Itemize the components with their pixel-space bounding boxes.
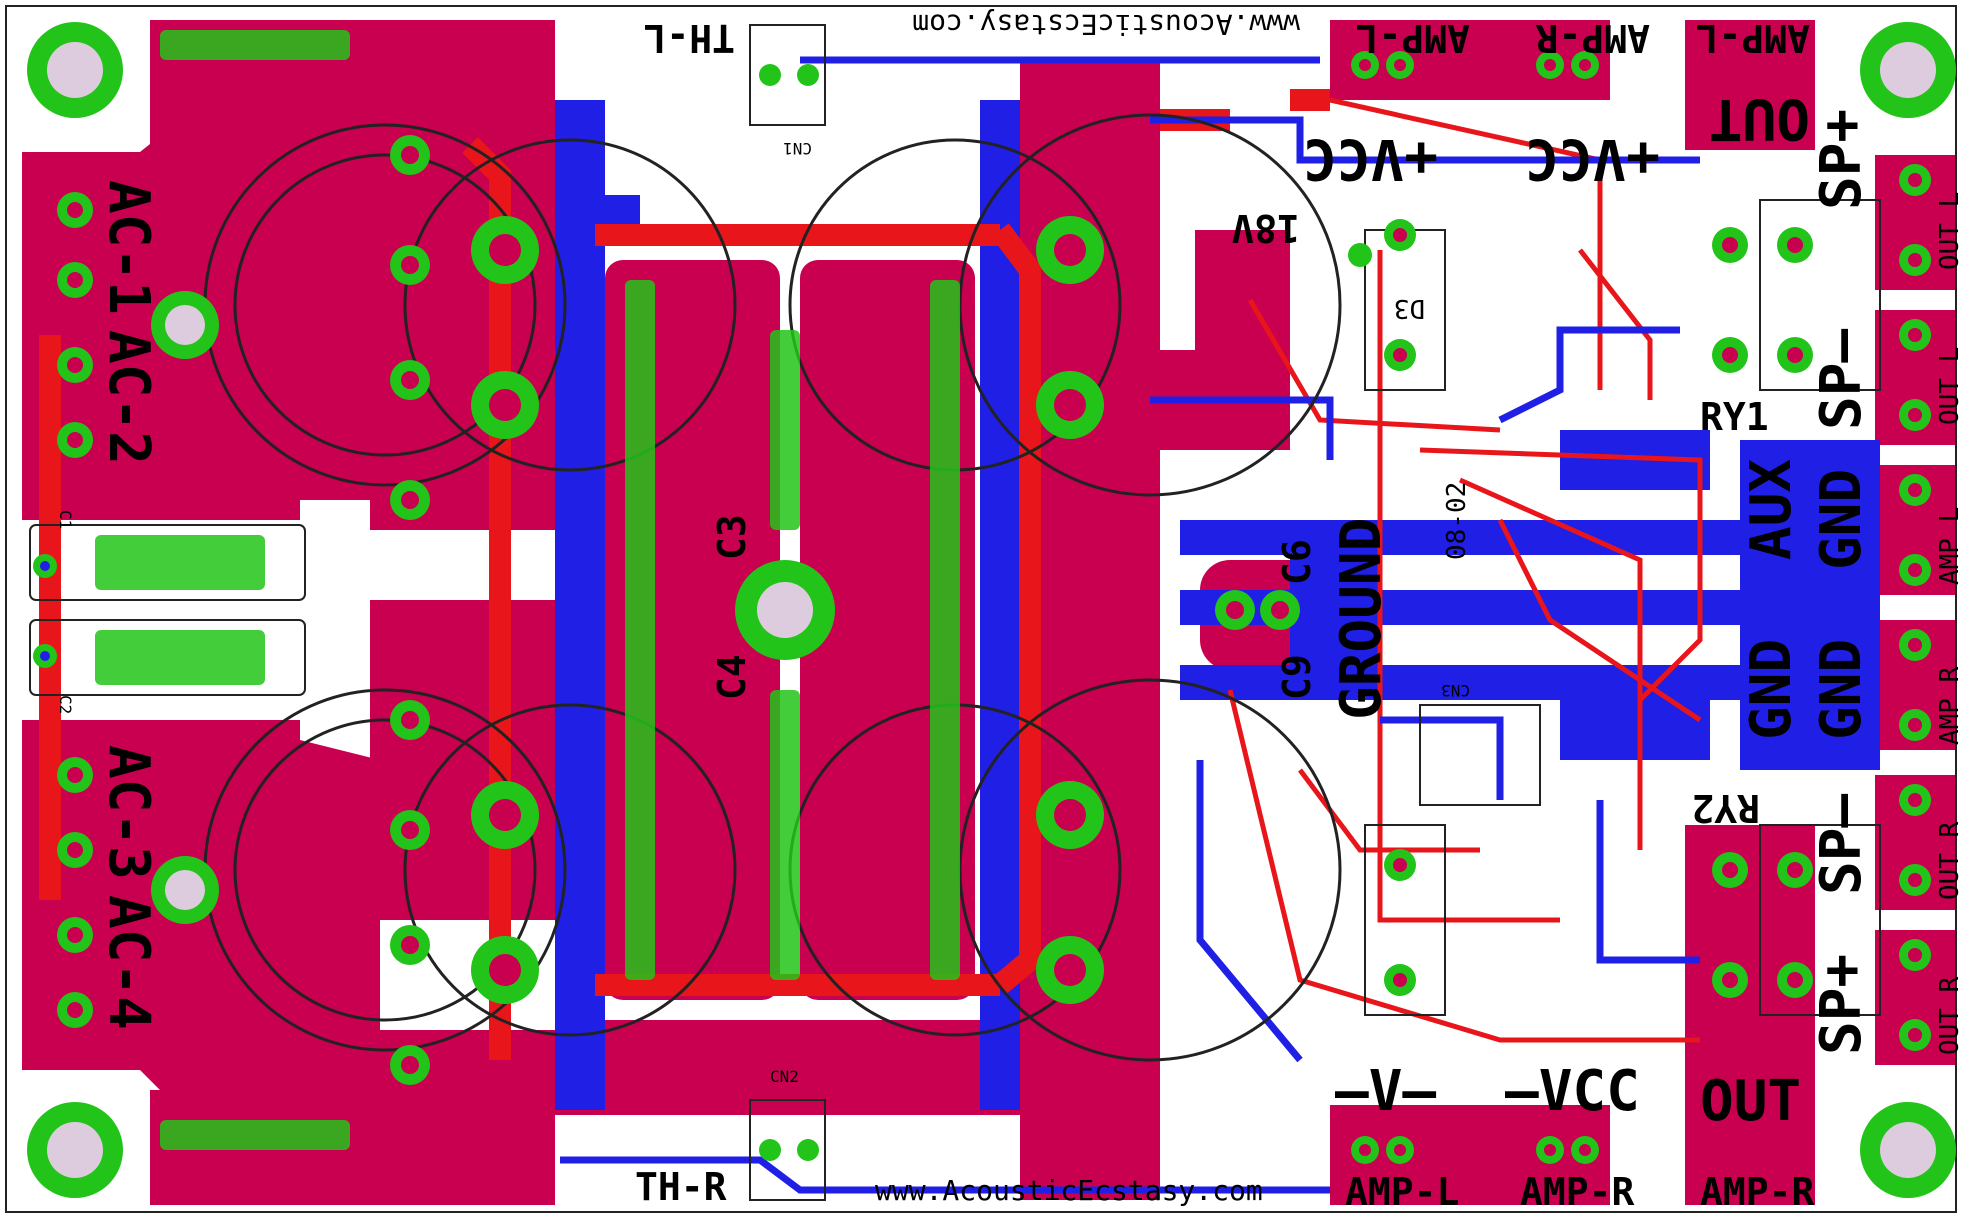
label-amp-r-top: AMP-R	[1535, 16, 1650, 60]
label-out-r1: OUT R	[1935, 821, 1965, 900]
label-c3: C3	[710, 514, 754, 560]
label-out-r2: OUT R	[1935, 976, 1965, 1055]
label-ry1: RY1	[1700, 395, 1769, 439]
label-v-minus: –V–	[1335, 1059, 1436, 1124]
mount-hole-left-2	[151, 856, 219, 924]
label-ac1: AC-1	[96, 180, 161, 315]
label-amp-l-right: AMP-L	[1696, 16, 1810, 60]
label-rev: 08-02	[1442, 482, 1472, 560]
label-cn2: CN2	[770, 1067, 799, 1086]
mount-hole-left-1	[151, 291, 219, 359]
mount-hole-center	[735, 560, 835, 660]
label-sp-minus-r: SP–	[1809, 794, 1874, 895]
label-18v: 18V	[1231, 206, 1300, 250]
label-amp-l-bottom: AMP-L	[1345, 1170, 1459, 1214]
label-c9: C9	[1275, 654, 1319, 700]
top-traces	[39, 89, 1330, 1060]
label-ac4: AC-4	[96, 895, 161, 1030]
label-ac3: AC-3	[96, 745, 161, 880]
label-cn1: CN1	[783, 139, 812, 158]
label-cn3: CN3	[1441, 681, 1470, 700]
label-url-top: www.AcousticEcstasy.com	[912, 8, 1300, 41]
label-gnd-2: GND	[1739, 639, 1804, 740]
label-out-l1: OUT L	[1935, 192, 1965, 270]
label-c6: C6	[1275, 539, 1319, 585]
label-vcc-plus-2: +VCC	[1525, 126, 1660, 191]
label-sp-plus-r: SP+	[1809, 954, 1874, 1055]
mount-hole-br	[1860, 1102, 1956, 1198]
label-th-r: TH-R	[635, 1165, 727, 1209]
mount-hole-bl	[27, 1102, 123, 1198]
silk-labels: AC-1 AC-2 AC-3 AC-4 AMP-L AMP-R AMP-L OU…	[56, 8, 1965, 1214]
large-pads	[471, 216, 1104, 1004]
label-ry2: RY2	[1691, 786, 1760, 830]
label-vcc-plus: +VCC	[1303, 126, 1438, 191]
label-url-bottom: www.AcousticEcstasy.com	[875, 1174, 1263, 1207]
label-aux: AUX	[1739, 459, 1804, 560]
label-d3: D3	[1394, 293, 1425, 323]
label-gnd-3: GND	[1809, 639, 1874, 740]
label-out-bottom: OUT	[1700, 1069, 1801, 1134]
mount-hole-tl	[27, 22, 123, 118]
label-c4: C4	[710, 654, 754, 700]
label-sp-plus-l: SP+	[1809, 109, 1874, 210]
label-vcc-minus: –VCC	[1505, 1059, 1640, 1124]
label-amp-r-side: AMP R	[1935, 666, 1965, 745]
capacitor-outlines	[203, 113, 1342, 1062]
label-th-l: TH-L	[643, 16, 735, 60]
blue-traces	[560, 56, 1700, 1194]
mount-hole-tr	[1860, 22, 1956, 118]
mounting-holes	[27, 22, 1956, 1198]
small-pads	[33, 51, 1931, 1164]
label-c1: C1	[56, 510, 75, 529]
label-out-top: OUT	[1709, 86, 1810, 151]
label-sp-minus-l: SP–	[1809, 329, 1874, 430]
label-ac2: AC-2	[96, 330, 161, 465]
label-amp-l-top: AMP-L	[1356, 16, 1470, 60]
component-outlines	[29, 24, 1881, 1201]
label-amp-r-bottom: AMP-R	[1520, 1170, 1635, 1214]
label-amp-l-side: AMP L	[1935, 507, 1965, 585]
label-out-l2: OUT L	[1935, 347, 1965, 425]
via-field	[95, 30, 960, 1150]
label-c2: C2	[56, 695, 75, 714]
label-amp-r-right: AMP-R	[1700, 1170, 1815, 1214]
label-gnd-1: GND	[1809, 469, 1874, 570]
label-ground: GROUND	[1329, 518, 1394, 720]
